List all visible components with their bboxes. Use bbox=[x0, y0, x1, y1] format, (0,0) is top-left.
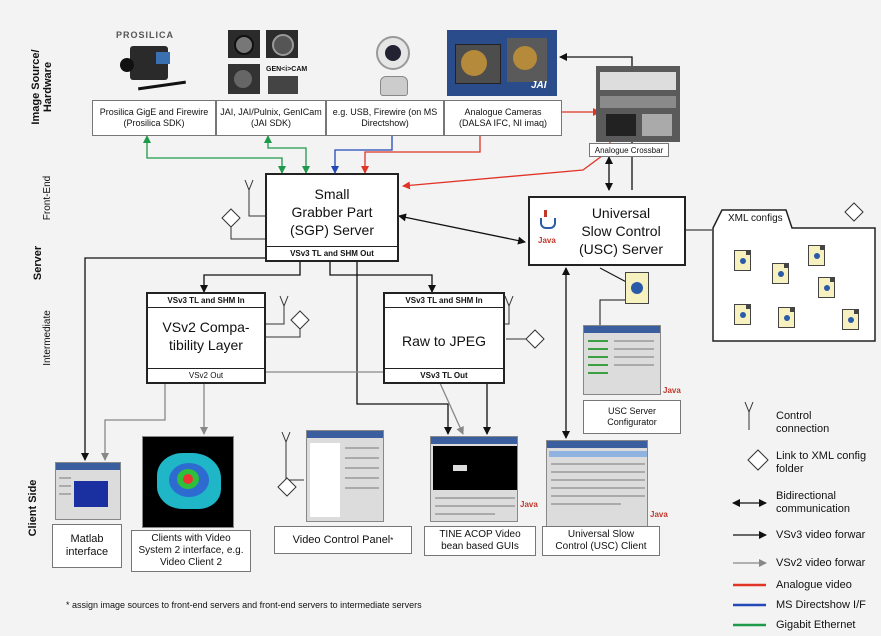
xml-file-icon bbox=[772, 263, 789, 284]
source-analogue: Analogue Cameras (DALSA IFC, NI imaq) bbox=[444, 100, 562, 136]
video-client-screenshot bbox=[142, 436, 234, 528]
source-prosilica-line1: Prosilica GigE and Firewire bbox=[99, 107, 209, 117]
legend-control-line1: Control bbox=[776, 410, 812, 422]
section-front-end: Front-End bbox=[42, 175, 53, 221]
source-jai-line2: (JAI SDK) bbox=[250, 118, 291, 128]
client-video-system-2: Clients with Video System 2 interface, e… bbox=[131, 530, 251, 572]
prosilica-logo: PROSILICA bbox=[116, 30, 175, 40]
video-control-panel-screenshot bbox=[306, 430, 384, 522]
client-matlab-line2: interface bbox=[65, 546, 109, 558]
client-vcp-label: Video Control Panel bbox=[292, 534, 391, 546]
client-usc-line2: Control (USC) Client bbox=[555, 541, 647, 552]
jai-cameras-image: GEN<i>CAM bbox=[228, 30, 307, 96]
tine-java-label: Java bbox=[520, 500, 538, 509]
vsv2-output-port: VSv2 Out bbox=[148, 368, 264, 382]
jpeg-input-port: VSv3 TL and SHM In bbox=[385, 294, 503, 308]
source-directshow-line1: e.g. USB, Firewire (on MS bbox=[332, 107, 438, 117]
client-matlab: Matlab interface bbox=[52, 524, 122, 568]
java-icon bbox=[538, 210, 556, 236]
sgp-output-port: VSv3 TL and SHM Out bbox=[267, 246, 397, 260]
java-label: Java bbox=[538, 236, 556, 245]
vsv2-input-port: VSv3 TL and SHM In bbox=[148, 294, 264, 308]
usc-client-java-label: Java bbox=[650, 510, 668, 519]
xml-file-icon bbox=[734, 304, 751, 325]
vsv2-title-line2: tibility Layer bbox=[169, 337, 243, 353]
usc-title-line3: (USC) Server bbox=[578, 241, 663, 257]
sgp-title-line1: Small bbox=[314, 186, 350, 202]
usc-configurator-label: USC Server Configurator bbox=[583, 400, 681, 434]
client-tine-line1: TINE ACOP Video bbox=[439, 529, 521, 540]
crossbar-image bbox=[596, 66, 680, 142]
tine-acop-screenshot bbox=[430, 436, 518, 522]
client-video-control-panel: Video Control Panel* bbox=[274, 526, 412, 554]
client-usc: Universal Slow Control (USC) Client bbox=[542, 526, 660, 556]
legend-xml-line1: Link to XML config bbox=[776, 450, 867, 462]
client-tine-acop: TINE ACOP Video bean based GUIs bbox=[424, 526, 536, 556]
section-hardware: Image Source/ Hardware bbox=[30, 49, 54, 125]
usc-title-line1: Universal bbox=[591, 205, 651, 221]
usc-title-line2: Slow Control bbox=[581, 223, 661, 239]
legend-analogue: Analogue video bbox=[776, 579, 852, 591]
sgp-server: Small Grabber Part (SGP) Server VSv3 TL … bbox=[265, 173, 399, 262]
section-intermediate: Intermediate bbox=[42, 310, 53, 366]
matlab-screenshot bbox=[55, 462, 121, 520]
jpeg-title: Raw to JPEG bbox=[401, 333, 487, 349]
source-prosilica: Prosilica GigE and Firewire (Prosilica S… bbox=[92, 100, 216, 136]
client-matlab-line1: Matlab bbox=[70, 533, 104, 545]
source-directshow: e.g. USB, Firewire (on MS Directshow) bbox=[326, 100, 444, 136]
source-analogue-line1: Analogue Cameras bbox=[464, 107, 542, 117]
section-client-side: Client Side bbox=[27, 479, 39, 537]
footnote: * assign image sources to front-end serv… bbox=[66, 600, 422, 610]
source-directshow-line2: Directshow) bbox=[361, 118, 409, 128]
client-vcp-footnote-mark: * bbox=[390, 535, 394, 545]
legend-vsv2: VSv2 video forwar bbox=[776, 557, 866, 569]
usc-configurator-line1: USC Server bbox=[607, 406, 656, 416]
xml-file-icon bbox=[734, 250, 751, 271]
usc-client-screenshot bbox=[546, 440, 648, 528]
section-server: Server bbox=[32, 245, 44, 281]
configurator-java-label: Java bbox=[663, 386, 681, 395]
legend-bidir-line1: Bidirectional bbox=[776, 490, 836, 502]
webcam-image bbox=[368, 36, 418, 98]
analogue-cameras-image: JAI bbox=[447, 30, 557, 96]
legend-directshow: MS Directshow I/F bbox=[776, 599, 866, 611]
legend-bidir-line2: communication bbox=[776, 503, 850, 515]
client-usc-line1: Universal Slow bbox=[567, 529, 635, 540]
xml-configs-label: XML configs bbox=[728, 213, 783, 224]
client-vs2-line2: System 2 interface, e.g. bbox=[138, 545, 244, 556]
legend-xml-line2: folder bbox=[776, 463, 804, 475]
source-analogue-line2: (DALSA IFC, NI imaq) bbox=[458, 118, 548, 128]
source-jai-line1: JAI, JAI/Pulnix, GenICam bbox=[220, 107, 322, 117]
sgp-title-line3: (SGP) Server bbox=[289, 222, 374, 238]
xml-file-icon bbox=[818, 277, 835, 298]
jpeg-output-port: VSv3 TL Out bbox=[385, 368, 503, 382]
xml-configs-folder: XML configs bbox=[712, 208, 876, 342]
crossbar-label: Analogue Crossbar bbox=[589, 143, 669, 157]
prosilica-camera-image: PROSILICA bbox=[108, 30, 188, 98]
vsv2-title-line1: VSv2 Compa- bbox=[162, 319, 250, 335]
jai-logo: JAI bbox=[531, 80, 547, 91]
source-prosilica-line2: (Prosilica SDK) bbox=[123, 118, 185, 128]
gencam-logo: GEN<i>CAM bbox=[266, 66, 308, 73]
usc-configurator-screenshot bbox=[583, 325, 661, 395]
client-tine-line2: bean based GUIs bbox=[441, 541, 519, 552]
xml-file-icon bbox=[778, 307, 795, 328]
xml-file-icon bbox=[842, 309, 859, 330]
usc-configurator-line2: Configurator bbox=[607, 417, 657, 427]
legend-icons bbox=[744, 401, 754, 430]
legend-control-line2: connection bbox=[776, 423, 830, 435]
client-vs2-line3: Video Client 2 bbox=[159, 557, 223, 568]
xml-file-icon bbox=[808, 245, 825, 266]
vsv2-compat-layer: VSv3 TL and SHM In VSv2 Compa- tibility … bbox=[146, 292, 266, 384]
source-jai: JAI, JAI/Pulnix, GenICam (JAI SDK) bbox=[216, 100, 326, 136]
legend-vsv3: VSv3 video forwar bbox=[776, 529, 866, 541]
sgp-title-line2: Grabber Part bbox=[291, 204, 373, 220]
folder-icon bbox=[712, 209, 876, 342]
usc-server: Java Universal Slow Control (USC) Server bbox=[528, 196, 686, 266]
raw-to-jpeg: VSv3 TL and SHM In Raw to JPEG VSv3 TL O… bbox=[383, 292, 505, 384]
usc-config-doc-icon bbox=[625, 272, 649, 304]
client-vs2-line1: Clients with Video bbox=[151, 533, 231, 544]
legend-gigabit: Gigabit Ethernet bbox=[776, 619, 856, 631]
